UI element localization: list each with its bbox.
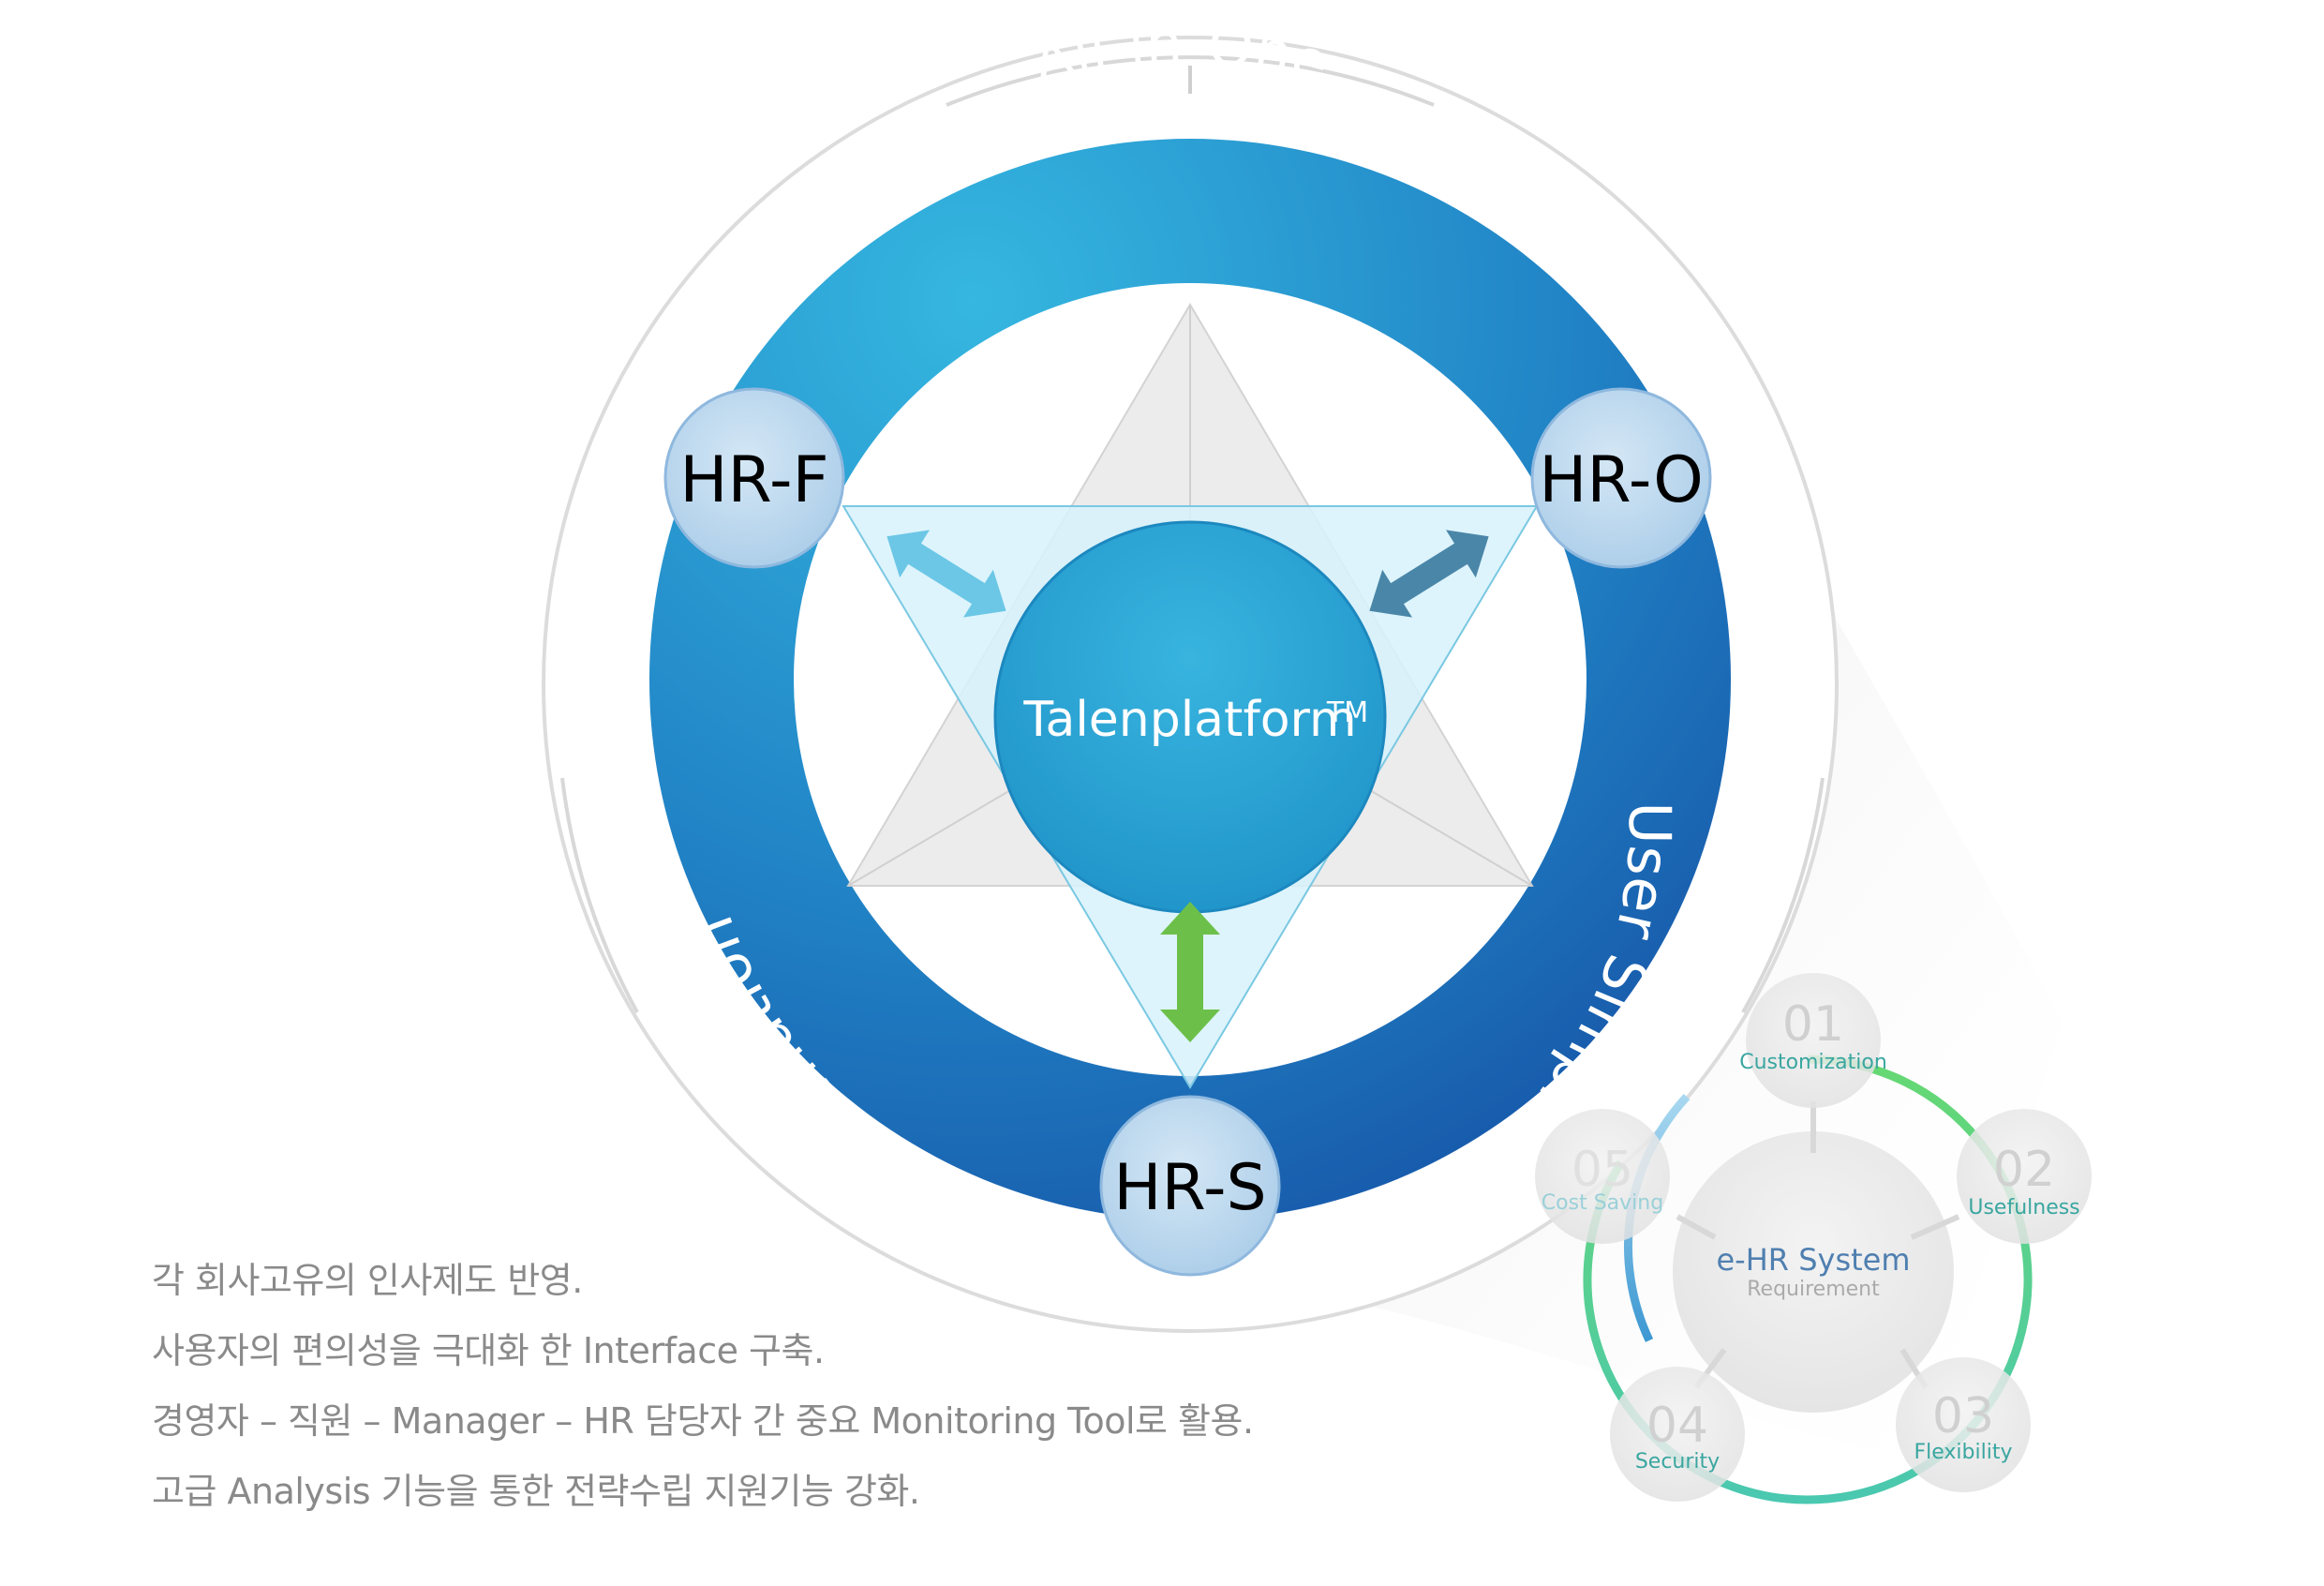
outer-arc-top: [946, 55, 1435, 107]
req-connector: [1676, 1214, 1717, 1240]
req-item-04: 04 Security: [1610, 1367, 1745, 1502]
caption-line-1: 각 회사고유의 인사제도 반영.: [152, 1260, 583, 1301]
node-hr-f: HR-F: [663, 387, 845, 569]
node-hr-o: HR-O: [1530, 387, 1712, 569]
req-item-01-num: 01: [1782, 996, 1844, 1053]
req-item-01-label: Customization: [1739, 1051, 1887, 1074]
req-item-02-label: Usefulness: [1968, 1196, 2079, 1219]
requirement-cluster: e-HR System Requirement 01 Customization…: [1535, 973, 2092, 1504]
arrow-left-double: [886, 530, 1006, 618]
req-item-05-label: Cost Saving: [1542, 1191, 1663, 1215]
req-item-03: 03 Flexibility: [1896, 1357, 2031, 1492]
req-item-03-num: 03: [1932, 1388, 1994, 1444]
req-item-05-num: 05: [1572, 1142, 1633, 1198]
node-hr-o-label: HR-O: [1539, 443, 1704, 517]
center-tm-mark: TM: [1326, 696, 1368, 729]
req-subtitle: Requirement: [1747, 1278, 1880, 1301]
node-hr-f-label: HR-F: [679, 443, 828, 517]
req-center-bubble: [1673, 1131, 1954, 1413]
node-hr-s: HR-S: [1099, 1095, 1281, 1277]
outer-arc-right: [1741, 777, 1825, 1013]
req-item-03-label: Flexibility: [1914, 1441, 2013, 1464]
req-item-01: 01 Customization: [1739, 973, 1887, 1108]
req-item-02: 02 Usefulness: [1957, 1109, 2092, 1244]
arrow-bottom-double: [1160, 902, 1220, 1042]
caption-line-4: 고급 Analysis 기능을 통한 전략수립 지원기능 강화.: [152, 1471, 920, 1512]
caption-line-3: 경영자 – 직원 – Manager – HR 담당자 간 중요 Monitor…: [152, 1400, 1254, 1442]
arrow-right-double: [1369, 530, 1489, 618]
req-item-02-num: 02: [1993, 1142, 2055, 1198]
req-item-05: 05 Cost Saving: [1535, 1109, 1670, 1244]
req-item-04-label: Security: [1635, 1450, 1720, 1474]
node-hr-s-label: HR-S: [1113, 1151, 1266, 1225]
req-connector: [1910, 1214, 1960, 1240]
outer-arc-left: [560, 777, 639, 1013]
req-item-04-num: 04: [1646, 1398, 1708, 1454]
req-title: e-HR System: [1716, 1242, 1910, 1278]
caption-line-2: 사용자의 편의성을 극대화 한 Interface 구축.: [152, 1330, 825, 1371]
center-title: Talenplatform: [1022, 692, 1356, 748]
